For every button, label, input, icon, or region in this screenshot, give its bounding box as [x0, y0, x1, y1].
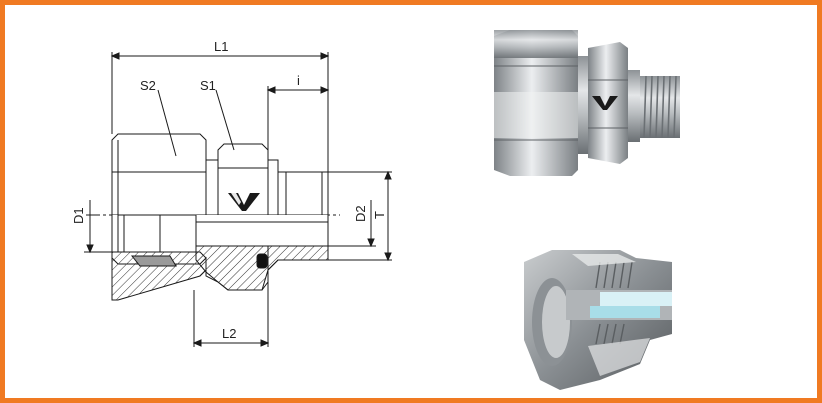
label-S2: S2 [140, 78, 156, 93]
dimension-lines [84, 52, 392, 347]
label-L1: L1 [214, 39, 228, 54]
label-i: i [297, 73, 300, 88]
label-D1: D1 [71, 207, 86, 224]
fitting-exterior-render [494, 30, 680, 176]
section-drawing [86, 133, 340, 301]
v-logo-icon [228, 193, 260, 211]
label-L2: L2 [222, 326, 236, 341]
fitting-cutaway-render [524, 250, 672, 390]
label-S1: S1 [200, 78, 216, 93]
label-D2: D2 [353, 205, 368, 222]
label-T: T [372, 211, 387, 219]
